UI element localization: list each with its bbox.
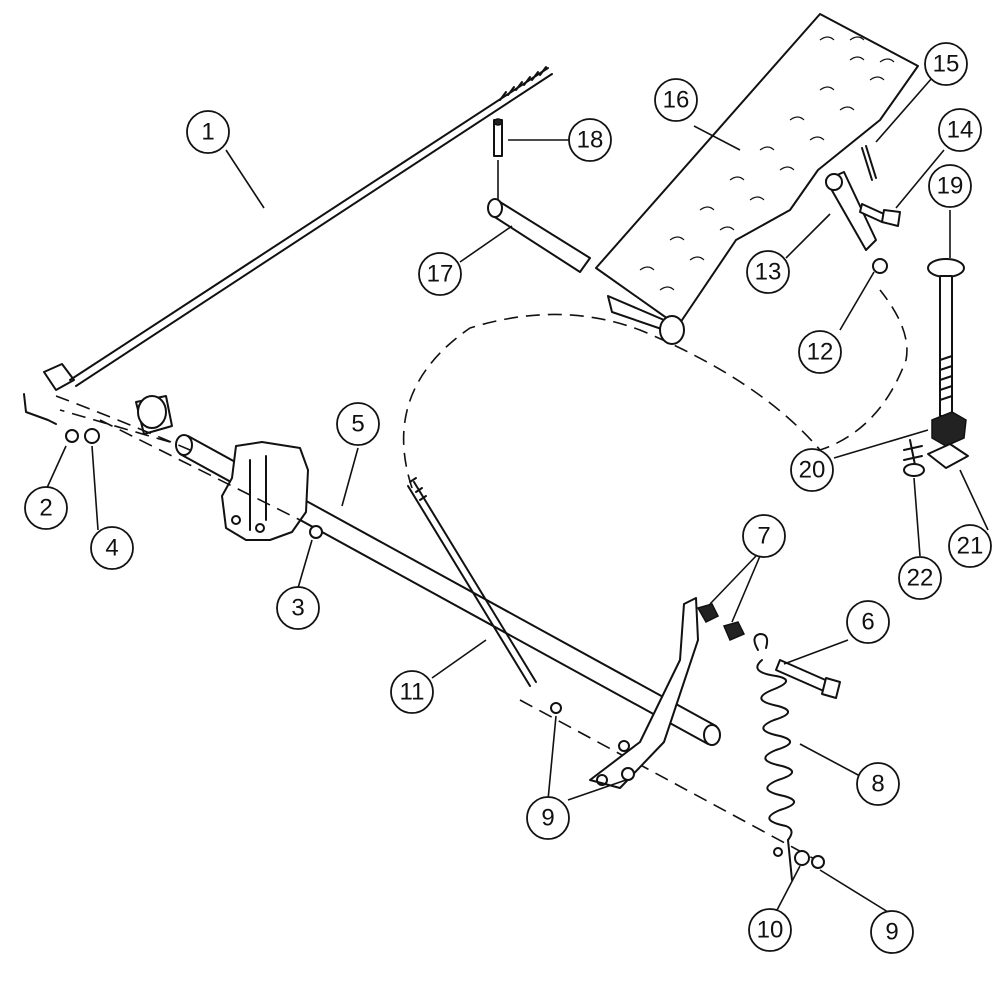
callout-label: 7 <box>757 523 770 550</box>
callout-20: 20 <box>790 448 834 492</box>
callout-label: 15 <box>933 51 960 78</box>
callout-label: 21 <box>957 533 984 560</box>
callout-3: 3 <box>276 586 320 630</box>
cotter-pin <box>861 145 877 181</box>
callout-9a: 9 <box>526 796 570 840</box>
callout-label: 20 <box>799 457 826 484</box>
callout-9b: 9 <box>870 910 914 954</box>
callout-label: 13 <box>755 259 782 286</box>
nut-12 <box>872 258 888 274</box>
callout-label: 10 <box>757 917 784 944</box>
callout-15: 15 <box>924 42 968 86</box>
square-nut <box>927 443 969 469</box>
clevis-pin <box>859 203 901 227</box>
bolt-6 <box>775 659 841 699</box>
callout-13: 13 <box>746 250 790 294</box>
callout-16: 16 <box>654 78 698 122</box>
washer-extra <box>773 847 783 857</box>
pedal-plate <box>595 13 919 345</box>
screw <box>903 439 925 477</box>
callout-14: 14 <box>938 108 982 152</box>
roll-pin <box>493 118 503 200</box>
callout-22: 22 <box>898 556 942 600</box>
nut-9c <box>811 855 825 869</box>
return-spring <box>753 633 795 881</box>
callout-label: 22 <box>907 565 934 592</box>
washer-4 <box>84 428 100 444</box>
callout-label: 5 <box>351 411 364 438</box>
assembly-line-shaft <box>55 395 191 451</box>
callout-19: 19 <box>928 164 972 208</box>
callout-label: 11 <box>400 679 425 706</box>
nut-3 <box>309 525 323 539</box>
pivot-pin <box>487 198 591 273</box>
callout-label: 1 <box>201 119 214 146</box>
callout-18: 18 <box>568 118 612 162</box>
callout-label: 16 <box>663 87 690 114</box>
callout-10: 10 <box>748 908 792 952</box>
callout-label: 4 <box>105 535 118 562</box>
callout-11: 11 <box>390 670 434 714</box>
callout-label: 17 <box>427 261 454 288</box>
callout-label: 18 <box>577 127 604 154</box>
callout-label: 9 <box>541 805 554 832</box>
lock-nut <box>931 411 967 447</box>
callout-2: 2 <box>24 486 68 530</box>
tread-pattern <box>639 36 895 291</box>
callout-label: 12 <box>807 339 834 366</box>
nut-9b <box>621 767 635 781</box>
callout-label: 19 <box>937 173 964 200</box>
nut-9a <box>550 702 562 714</box>
callout-8: 8 <box>856 762 900 806</box>
threaded-rod <box>23 66 553 425</box>
callout-label: 3 <box>291 595 304 622</box>
nuts-7 <box>696 603 746 641</box>
callout-label: 14 <box>947 117 974 144</box>
link-rod <box>407 477 537 687</box>
callout-label: 9 <box>885 919 898 946</box>
clevis <box>825 171 877 251</box>
callout-7: 7 <box>742 514 786 558</box>
washer-10 <box>794 850 810 866</box>
callout-17: 17 <box>418 252 462 296</box>
callout-label: 8 <box>871 771 884 798</box>
bushing <box>135 395 173 435</box>
callout-12: 12 <box>798 330 842 374</box>
callout-1: 1 <box>186 110 230 154</box>
callout-5: 5 <box>336 402 380 446</box>
callout-label: 2 <box>39 495 52 522</box>
callout-label: 6 <box>861 609 874 636</box>
assembly-line-loop <box>402 289 908 489</box>
washer-2 <box>65 429 79 443</box>
assembly-line-lower <box>99 419 821 863</box>
callout-6: 6 <box>846 600 890 644</box>
leader-lines <box>45 77 989 913</box>
callout-4: 4 <box>90 526 134 570</box>
cross-shaft <box>175 434 721 746</box>
carriage-bolt <box>927 258 965 417</box>
callout-21: 21 <box>948 524 992 568</box>
mounting-bracket <box>221 441 309 541</box>
